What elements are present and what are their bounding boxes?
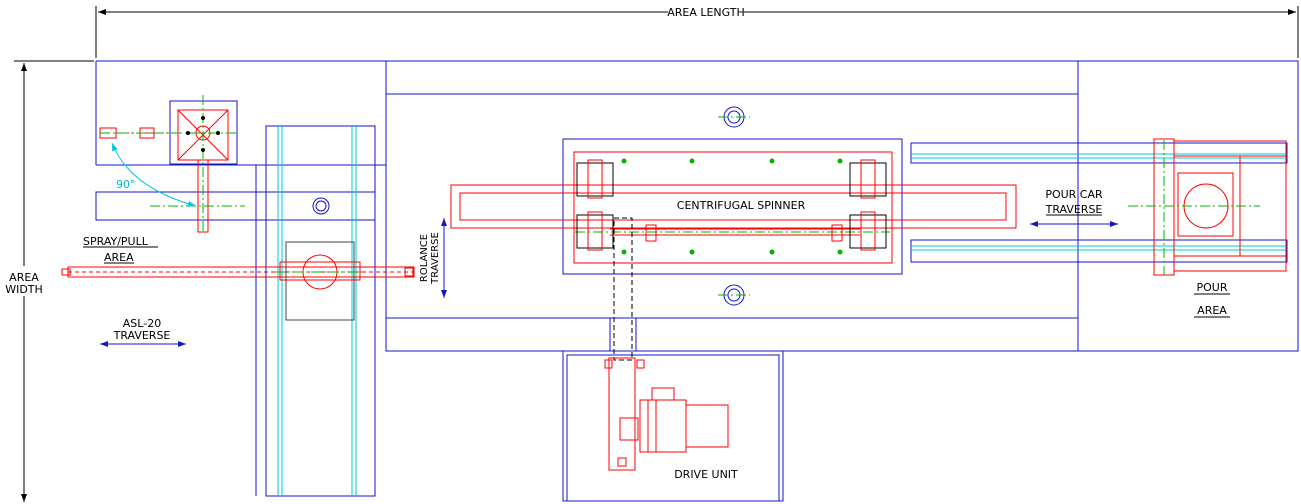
pour-car xyxy=(1128,138,1287,276)
area-length-dimension: AREA LENGTH xyxy=(95,6,1299,58)
pour-car-traverse-annotation: POUR CAR TRAVERSE xyxy=(1030,188,1118,227)
area-width-label-line1: AREA xyxy=(9,271,39,284)
angle-label: 90° xyxy=(116,178,136,191)
area-width-label-line2: WIDTH xyxy=(5,283,43,296)
rails xyxy=(277,126,1287,496)
spray-pull-manipulator: 90° xyxy=(99,95,245,233)
pour-area-label-line1: POUR xyxy=(1197,281,1228,294)
pour-car-label-line2: TRAVERSE xyxy=(1045,203,1103,216)
drive-unit-label: DRIVE UNIT xyxy=(674,468,738,481)
spray-pull-arm xyxy=(61,241,415,321)
pour-area-annotation: POUR AREA xyxy=(1194,281,1230,318)
pour-area-label-line2: AREA xyxy=(1197,304,1227,317)
centrifugal-spinner: CENTRIFUGAL SPINNER xyxy=(450,151,1017,264)
floor-markers xyxy=(718,106,750,306)
asl-traverse-annotation: ASL-20 TRAVERSE xyxy=(100,317,186,347)
rolance-traverse-annotation: ROLANCE TRAVERSE xyxy=(419,218,447,298)
rolance-label-line1: ROLANCE xyxy=(419,234,430,282)
pour-car-label-line1: POUR CAR xyxy=(1045,188,1103,201)
spinner-label: CENTRIFUGAL SPINNER xyxy=(677,199,806,212)
spray-pull-label-line1: SPRAY/PULL xyxy=(83,235,149,248)
rolance-label-line2: TRAVERSE xyxy=(430,232,441,285)
asl-label-line2: TRAVERSE xyxy=(113,329,171,342)
area-width-dimension: AREA WIDTH xyxy=(5,60,94,502)
building-structure xyxy=(95,60,1299,502)
drive-unit: DRIVE UNIT xyxy=(604,217,738,481)
pivot-marker xyxy=(312,197,330,215)
spray-pull-area-annotation: SPRAY/PULL AREA xyxy=(83,235,158,264)
area-length-label: AREA LENGTH xyxy=(667,6,745,19)
asl-label-line1: ASL-20 xyxy=(123,317,161,330)
spray-pull-label-line2: AREA xyxy=(104,251,134,264)
